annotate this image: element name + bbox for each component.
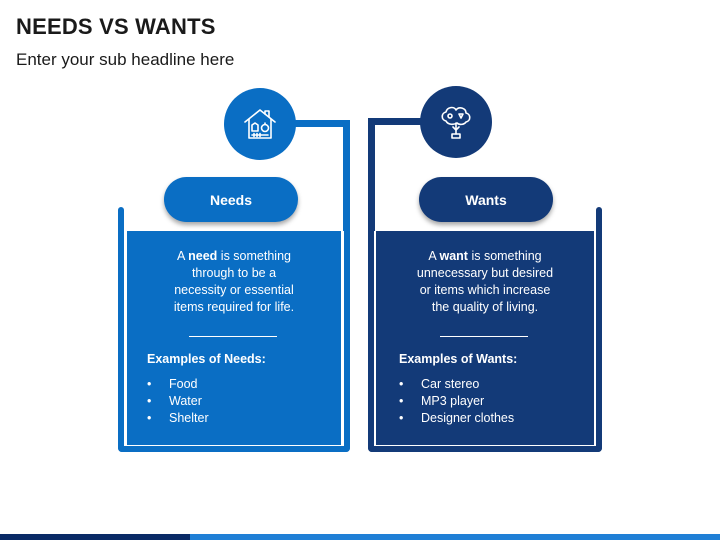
needs-examples-title: Examples of Needs: [147,352,266,366]
needs-connector-line [290,120,350,231]
needs-desc-bold: need [188,249,218,263]
needs-examples-list: • Food • Water • Shelter [147,376,209,427]
needs-desc-line4: items required for life. [173,300,295,314]
wants-pill: Wants [419,177,553,222]
needs-desc-line3: necessity or essential [174,283,294,297]
page-title: NEEDS VS WANTS [16,14,216,39]
wants-desc-line4: the quality of living. [431,300,539,314]
bottom-accent-bar-light [190,534,720,540]
list-item-text: Shelter [169,411,209,425]
needs-description: A need is something through to be a nece… [127,248,341,316]
wants-frame-cap-right [596,207,602,215]
wants-card: A want is something unnecessary but desi… [376,231,594,445]
list-item-text: Designer clothes [421,411,515,425]
bullet: • [399,394,404,408]
house-icon [244,109,276,139]
needs-pill: Needs [164,177,298,222]
wants-desc-line1: is something [467,249,542,263]
list-item: • Designer clothes [399,410,514,427]
list-item-text: Water [169,394,202,408]
list-item-text: MP3 player [421,394,485,408]
needs-desc-line1: is something [217,249,291,263]
wants-divider [440,336,528,337]
wants-examples-title: Examples of Wants: [399,352,518,366]
bullet: • [147,411,152,425]
page-subtitle: Enter your sub headline here [16,50,235,69]
bullet: • [399,377,404,391]
list-item: • MP3 player [399,393,514,410]
needs-divider [189,336,277,337]
wants-frame-cap-left [368,207,374,215]
wants-frame [368,210,602,452]
bullet: • [147,394,152,408]
ideas-tree-icon [441,106,471,139]
bullet: • [399,411,404,425]
list-item: • Food [147,376,209,393]
needs-icon-circle [224,88,296,160]
wants-desc-line3: or items which increase [419,283,551,297]
needs-desc-line2: through to be a [191,266,277,280]
needs-frame [118,210,350,452]
wants-icon-circle [420,86,492,158]
bullet: • [147,377,152,391]
wants-description: A want is something unnecessary but desi… [376,248,594,316]
bottom-accent-bar-dark [0,534,190,540]
needs-frame-cap-right [344,207,350,215]
wants-desc-bold: want [439,249,468,263]
needs-card: A need is something through to be a nece… [127,231,341,445]
wants-desc-prefix: A [428,249,440,263]
wants-desc-line2: unnecessary but desired [416,266,554,280]
list-item: • Shelter [147,410,209,427]
wants-examples-list: • Car stereo • MP3 player • Designer clothe… [399,376,514,427]
list-item-text: Food [169,377,198,391]
list-item-text: Car stereo [421,377,480,391]
list-item: • Car stereo [399,376,514,393]
list-item: • Water [147,393,209,410]
wants-connector-line [368,118,438,231]
needs-desc-prefix: A [177,249,189,263]
needs-frame-cap-left [118,207,124,215]
